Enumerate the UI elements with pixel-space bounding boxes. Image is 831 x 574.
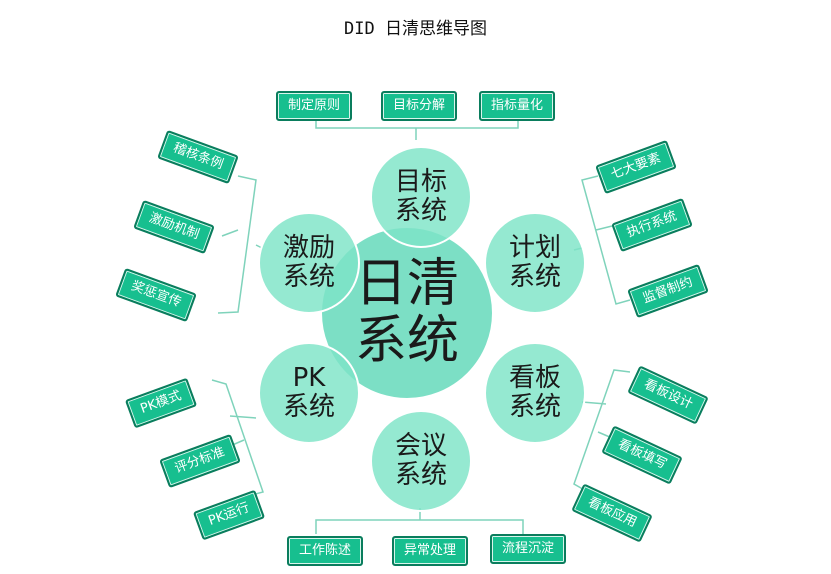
connector-incentive <box>217 175 263 314</box>
node-board-line2: 系统 <box>508 392 561 422</box>
node-meeting-line2: 系统 <box>394 460 447 490</box>
node-pk-line2: 系统 <box>282 392 335 422</box>
center-line1: 日清 <box>354 253 459 314</box>
node-incentive-line2: 系统 <box>282 262 335 292</box>
tag-meeting-2: 异常处理 <box>392 536 469 566</box>
connector-goal <box>315 118 519 140</box>
node-pk-line1: PK <box>292 363 326 394</box>
node-goal-line2: 系统 <box>394 196 447 226</box>
node-goal-line1: 目标 <box>394 167 447 198</box>
node-incentive: 激励 系统 <box>258 212 360 314</box>
tag-goal-3: 指标量化 <box>479 91 556 121</box>
center-line2: 系统 <box>354 311 459 371</box>
node-incentive-line1: 激励 <box>282 233 335 264</box>
node-meeting: 会议 系统 <box>370 410 472 512</box>
tag-meeting-1: 工作陈述 <box>287 536 364 566</box>
node-plan-line2: 系统 <box>508 262 561 292</box>
node-board: 看板 系统 <box>484 342 586 444</box>
node-plan-line1: 计划 <box>508 233 561 264</box>
node-plan: 计划 系统 <box>484 212 586 314</box>
page-title: DID 日清思维导图 <box>344 19 487 39</box>
node-pk: PK 系统 <box>258 342 360 444</box>
tag-meeting-3: 流程沉淀 <box>490 534 567 564</box>
tag-goal-2: 目标分解 <box>381 91 458 121</box>
node-board-line1: 看板 <box>508 363 561 394</box>
node-goal: 目标 系统 <box>370 146 472 248</box>
tag-goal-1: 制定原则 <box>276 91 353 121</box>
node-meeting-line1: 会议 <box>394 431 447 462</box>
